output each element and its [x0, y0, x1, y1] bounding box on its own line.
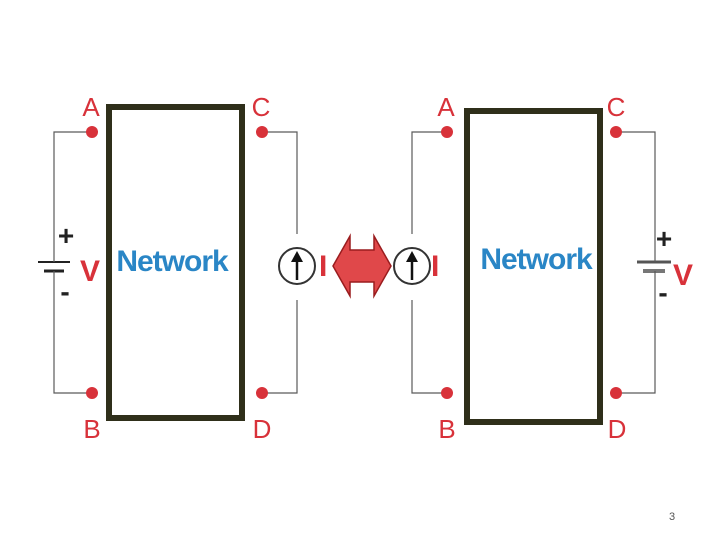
page-number: 3 [668, 511, 676, 523]
right-current-label: I [431, 250, 439, 283]
left-network-label: Network [116, 245, 229, 278]
right-wire-top [411, 131, 447, 234]
right-wire-right-top [616, 131, 656, 232]
left-terminal-a-node [86, 126, 98, 138]
up-arrow-head-icon [291, 251, 303, 262]
left-terminal-c-label: C [252, 92, 271, 122]
left-voltage-minus: - [60, 276, 69, 307]
left-terminal-a-label: A [82, 92, 100, 122]
double-headed-arrow-icon [332, 233, 392, 299]
right-wire-bottom [411, 300, 447, 394]
left-terminal-b-node [86, 387, 98, 399]
right-terminal-b-node [441, 387, 453, 399]
left-network-box [106, 104, 245, 421]
right-current-source: I [393, 247, 439, 285]
right-voltage-minus: - [658, 277, 667, 308]
left-wire-right-bottom [262, 300, 298, 394]
right-wire-right-bottom [616, 298, 656, 394]
right-terminal-b-label: B [438, 414, 455, 444]
right-network-box [464, 108, 603, 425]
right-terminal-c-node [610, 126, 622, 138]
left-current-label: I [319, 250, 327, 283]
right-voltage-source: + - V [637, 223, 693, 308]
right-terminal-c-label: C [607, 92, 626, 122]
left-wire-top [53, 131, 92, 232]
right-voltage-label: V [673, 259, 693, 292]
right-voltage-plus: + [656, 223, 672, 254]
left-terminal-d-node [256, 387, 268, 399]
right-terminal-d-label: D [608, 414, 627, 444]
left-terminal-c-node [256, 126, 268, 138]
left-wire-right-top [262, 131, 298, 234]
left-voltage-label: V [80, 255, 100, 288]
right-terminal-a-label: A [437, 92, 455, 122]
left-current-source: I [278, 247, 327, 285]
right-circuit: Network A B C D I + - V [393, 92, 693, 444]
right-terminal-d-node [610, 387, 622, 399]
up-arrow-head-icon [406, 251, 418, 262]
left-terminal-d-label: D [253, 414, 272, 444]
left-voltage-source: + - V [38, 220, 100, 307]
left-terminal-b-label: B [83, 414, 100, 444]
left-voltage-plus: + [58, 220, 74, 251]
left-circuit: Network A B C D + - V I [38, 92, 327, 444]
left-wire-bottom [53, 298, 92, 394]
right-network-label: Network [480, 243, 593, 276]
right-terminal-a-node [441, 126, 453, 138]
